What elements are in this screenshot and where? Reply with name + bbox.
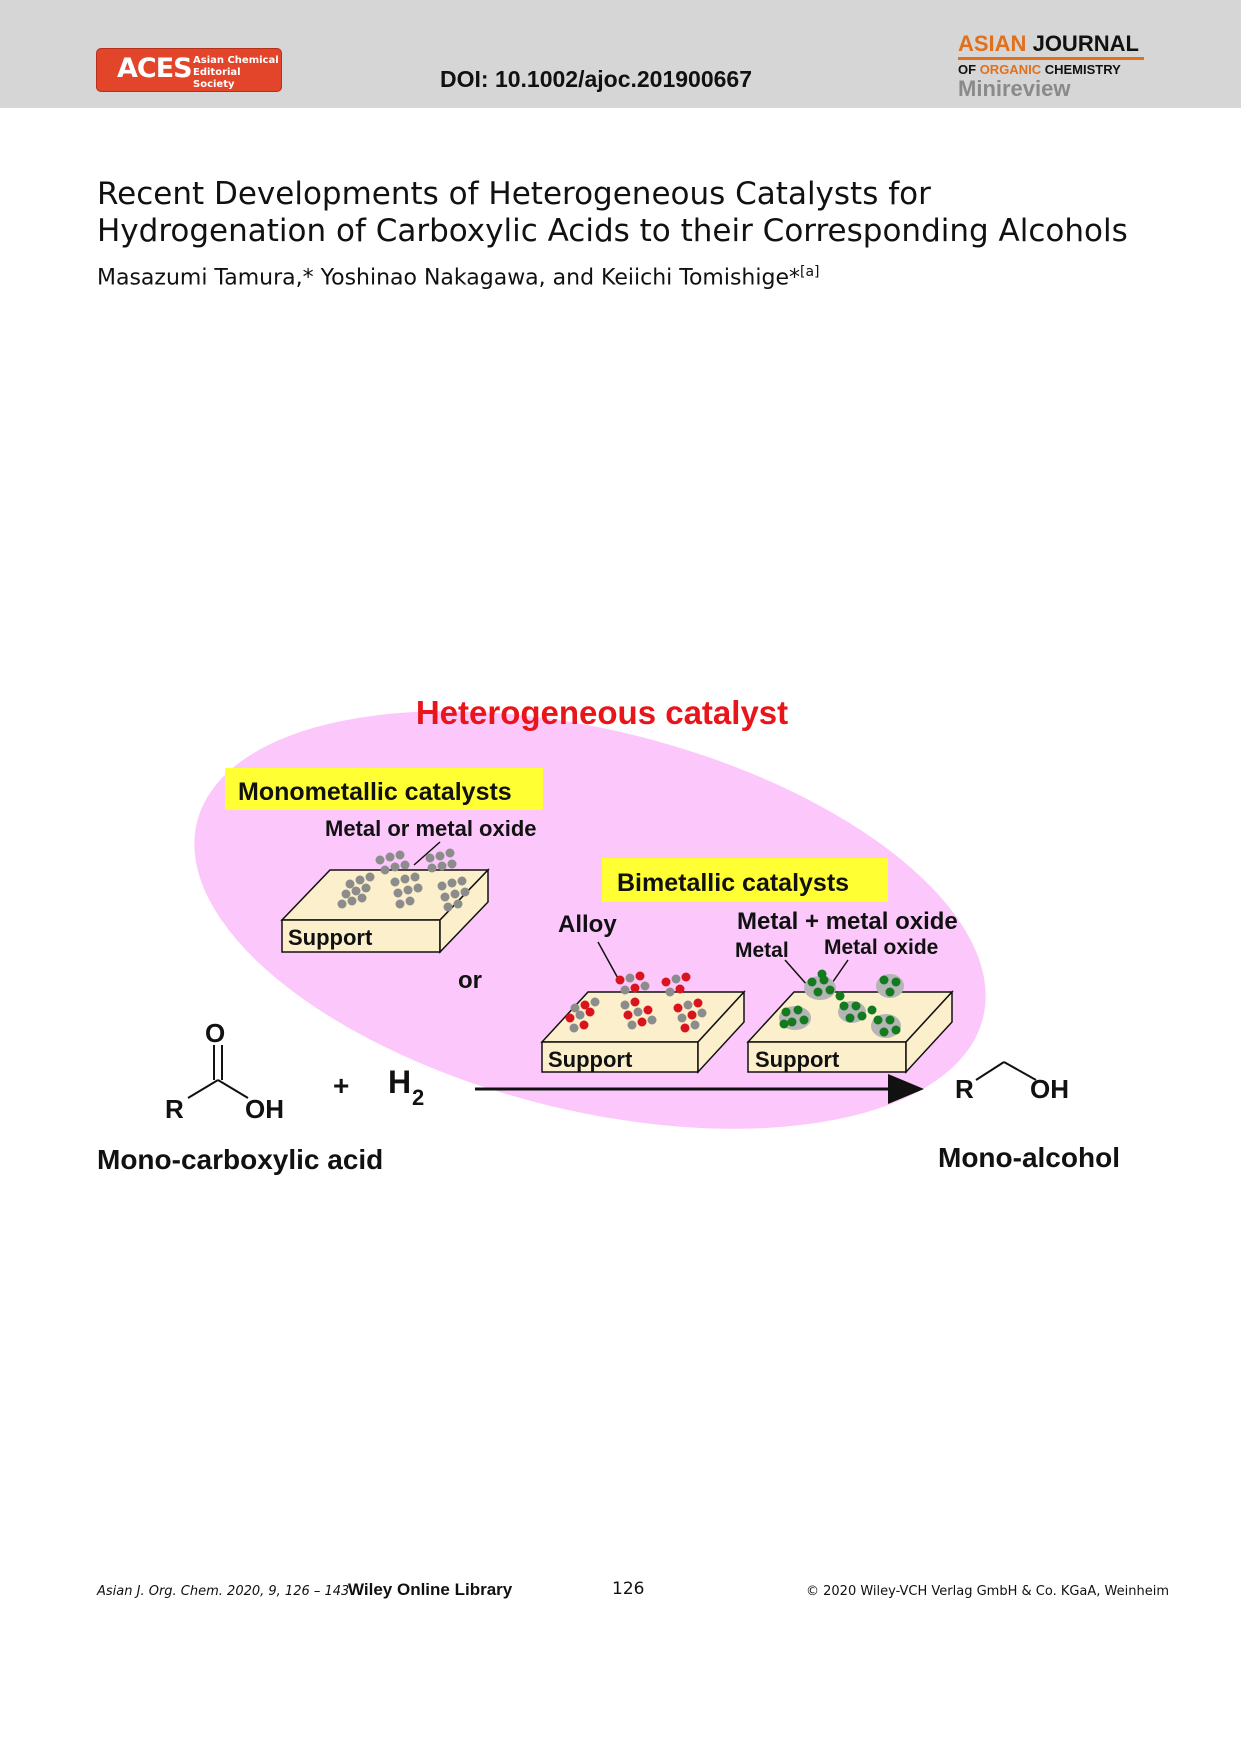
alloy-pointer bbox=[597, 941, 621, 983]
doi-link[interactable]: DOI: 10.1002/ajoc.201900667 bbox=[440, 66, 753, 92]
alloy-label: Alloy bbox=[558, 911, 617, 938]
mono-particles bbox=[337, 848, 470, 912]
mono-box-label: Monometallic catalysts bbox=[238, 778, 512, 806]
svg-text:R: R bbox=[165, 1094, 184, 1124]
alloy-particles bbox=[565, 971, 707, 1033]
aces-logo-main: ACES bbox=[117, 53, 193, 84]
carboxylic-acid-structure: O R OH bbox=[165, 1018, 284, 1124]
metal-oxide-heading: Metal + metal oxide bbox=[737, 908, 958, 935]
copyright: © 2020 Wiley-VCH Verlag GmbH & Co. KGaA,… bbox=[806, 1584, 1170, 1599]
article-title: Recent Developments of Heterogeneous Cat… bbox=[97, 176, 1128, 249]
metal-oxide-label: Metal oxide bbox=[824, 936, 938, 959]
metal-pointer bbox=[784, 959, 809, 987]
oxide-support-label: Support bbox=[755, 1047, 840, 1072]
alloy-support-label: Support bbox=[548, 1047, 633, 1072]
bi-box bbox=[602, 858, 888, 902]
journal-logo: ASIAN JOURNAL OF ORGANIC CHEMISTRY Minir… bbox=[958, 32, 1144, 100]
mono-pointer bbox=[413, 841, 441, 866]
mono-metal-label: Metal or metal oxide bbox=[325, 816, 537, 841]
journal-logo-rule bbox=[958, 57, 1144, 60]
svg-text:H: H bbox=[388, 1064, 411, 1100]
svg-text:2: 2 bbox=[412, 1085, 424, 1110]
svg-text:R: R bbox=[955, 1074, 974, 1104]
mono-support: Support bbox=[280, 868, 490, 954]
mono-support-label: Support bbox=[288, 925, 373, 950]
svg-text:OH: OH bbox=[1030, 1074, 1069, 1104]
svg-text:OH: OH bbox=[245, 1094, 284, 1124]
page-number: 126 bbox=[612, 1579, 645, 1599]
oxide-particles bbox=[779, 969, 904, 1038]
citation: Asian J. Org. Chem. 2020, 9, 126 – 143 bbox=[97, 1584, 350, 1599]
bi-box-label: Bimetallic catalysts bbox=[617, 869, 849, 897]
alcohol-structure: R OH bbox=[955, 1061, 1069, 1104]
svg-text:O: O bbox=[205, 1018, 225, 1048]
graphical-abstract: Heterogeneous catalyst Monometallic cata… bbox=[80, 690, 1160, 1210]
hydrogen-h2: H 2 bbox=[388, 1064, 424, 1110]
mono-box bbox=[225, 768, 543, 810]
wiley-online-library-link[interactable]: Wiley Online Library bbox=[348, 1580, 513, 1599]
page-header: ACES Asian Chemical Editorial Society DO… bbox=[0, 0, 1241, 108]
metal-label: Metal bbox=[735, 939, 789, 962]
reactant-label: Mono-carboxylic acid bbox=[97, 1144, 383, 1175]
aces-logo: ACES Asian Chemical Editorial Society bbox=[96, 48, 282, 92]
plus-sign: + bbox=[333, 1070, 349, 1101]
article-type: Minireview bbox=[958, 76, 1071, 101]
aces-logo-subtitle: Asian Chemical Editorial Society bbox=[193, 55, 279, 90]
article-authors: Masazumi Tamura,* Yoshinao Nakagawa, and… bbox=[97, 264, 820, 291]
or-label: or bbox=[458, 967, 482, 994]
figure-heading: Heterogeneous catalyst bbox=[416, 694, 788, 731]
product-label: Mono-alcohol bbox=[938, 1142, 1120, 1173]
graphical-abstract-svg: Heterogeneous catalyst Monometallic cata… bbox=[97, 694, 1120, 1175]
